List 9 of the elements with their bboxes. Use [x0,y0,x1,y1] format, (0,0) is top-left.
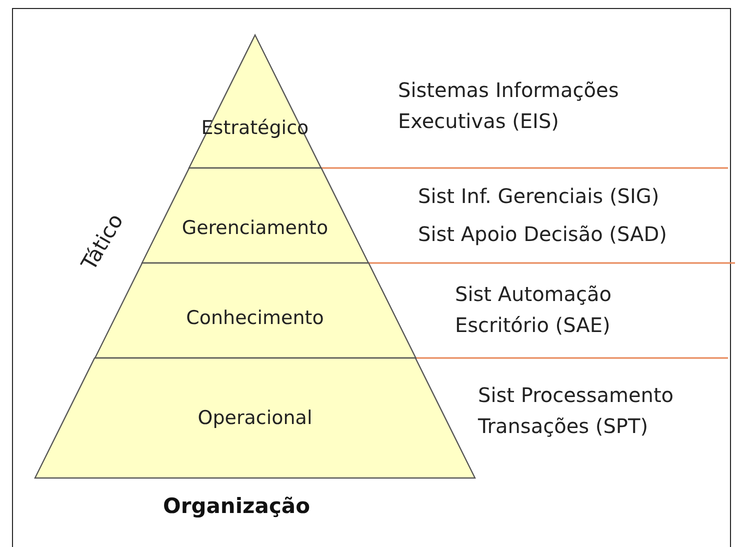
system-description: Sist Apoio Decisão (SAD) [418,221,668,248]
system-description: Sist Processamento Transações (SPT) [478,382,675,440]
level-label: Conhecimento [186,307,324,329]
base-label: Organização [163,494,310,518]
level-label: Gerenciamento [182,217,328,239]
system-description: Sist Inf. Gerenciais (SIG) [418,183,660,210]
system-description: Sistemas Informações Executivas (EIS) [398,77,620,135]
system-description: Sist Automação Escritório (SAE) [455,281,613,339]
level-label: Operacional [198,407,312,429]
